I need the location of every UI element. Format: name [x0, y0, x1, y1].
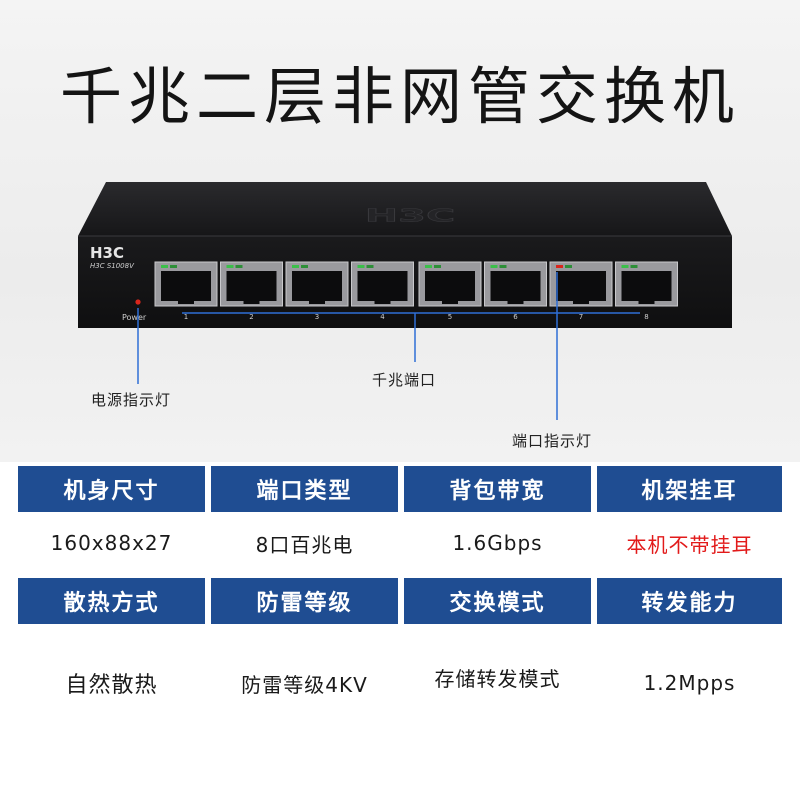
- callout-gigabit-ports: 千兆端口: [372, 371, 437, 389]
- top-logo-text: H3C: [365, 205, 456, 226]
- model-label: H3C S1008V: [90, 262, 135, 270]
- port-led: [226, 265, 234, 268]
- port-led: [292, 265, 299, 268]
- port-led: [490, 265, 498, 268]
- port-led: [425, 265, 432, 268]
- port-number-label: 6: [513, 313, 518, 321]
- spec-value-bandwidth: 1.6Gbps: [452, 531, 543, 555]
- port-number-label: 8: [644, 313, 648, 321]
- spec-table: 机身尺寸 端口类型 背包带宽 机架挂耳 160x88x27 8口百兆电 1.6G…: [0, 462, 800, 800]
- spec-value-forwarding: 1.2Mpps: [643, 671, 736, 695]
- port-led: [621, 265, 629, 268]
- port-number-label: 5: [448, 313, 452, 321]
- spec-header-bandwidth: 背包带宽: [404, 466, 591, 512]
- port-number-label: 3: [315, 313, 319, 321]
- power-label: Power: [122, 313, 147, 322]
- switch-device-illustration: H3C H3C H3C S1008V Power 1 2 3 4 5 6 7 8: [78, 182, 732, 420]
- brand-label: H3C: [90, 244, 124, 262]
- ethernet-port-1: 1: [154, 261, 218, 321]
- ethernet-port-7: 7: [549, 261, 613, 321]
- callout-port-indicator: 端口指示灯: [512, 432, 593, 450]
- spec-value-rack-ears: 本机不带挂耳: [626, 532, 753, 557]
- port-number-label: 2: [249, 313, 253, 321]
- ethernet-port-4: 4: [351, 261, 414, 321]
- spec-header-size: 机身尺寸: [18, 466, 205, 512]
- ethernet-port-3: 3: [285, 261, 349, 321]
- spec-value-lightning: 防雷等级4KV: [241, 672, 368, 697]
- spec-value-cooling: 自然散热: [65, 673, 158, 698]
- spec-header-rack-ears: 机架挂耳: [597, 466, 782, 512]
- spec-value-size: 160x88x27: [50, 531, 173, 555]
- spec-value-switch-mode: 存储转发模式: [434, 666, 561, 691]
- spec-header-port-type: 端口类型: [211, 466, 398, 512]
- port-number-label: 7: [579, 313, 583, 321]
- chassis-top: [78, 182, 732, 236]
- spec-header-switch-mode: 交换模式: [404, 578, 591, 624]
- port-number-label: 1: [184, 313, 188, 321]
- port-number-label: 4: [380, 313, 385, 321]
- spec-header-forwarding: 转发能力: [597, 578, 782, 624]
- ethernet-port-6: 6: [484, 261, 547, 321]
- spec-value-port-type: 8口百兆电: [255, 532, 354, 557]
- spec-header-cooling: 散热方式: [18, 578, 205, 624]
- ethernet-port-5: 5: [418, 261, 482, 321]
- ethernet-port-2: 2: [220, 261, 283, 321]
- spec-header-lightning: 防雷等级: [211, 578, 398, 624]
- callout-power-indicator: 电源指示灯: [91, 391, 172, 409]
- port-led: [357, 265, 365, 268]
- product-hero: 千兆二层非网管交换机 H3C H3C H3C S1008V Power 1 2 3 4…: [0, 0, 800, 462]
- page-title: 千兆二层非网管交换机: [59, 60, 740, 133]
- port-led: [161, 265, 168, 268]
- power-led: [135, 299, 141, 305]
- port-led: [556, 265, 563, 268]
- ethernet-port-8: 8: [615, 261, 678, 321]
